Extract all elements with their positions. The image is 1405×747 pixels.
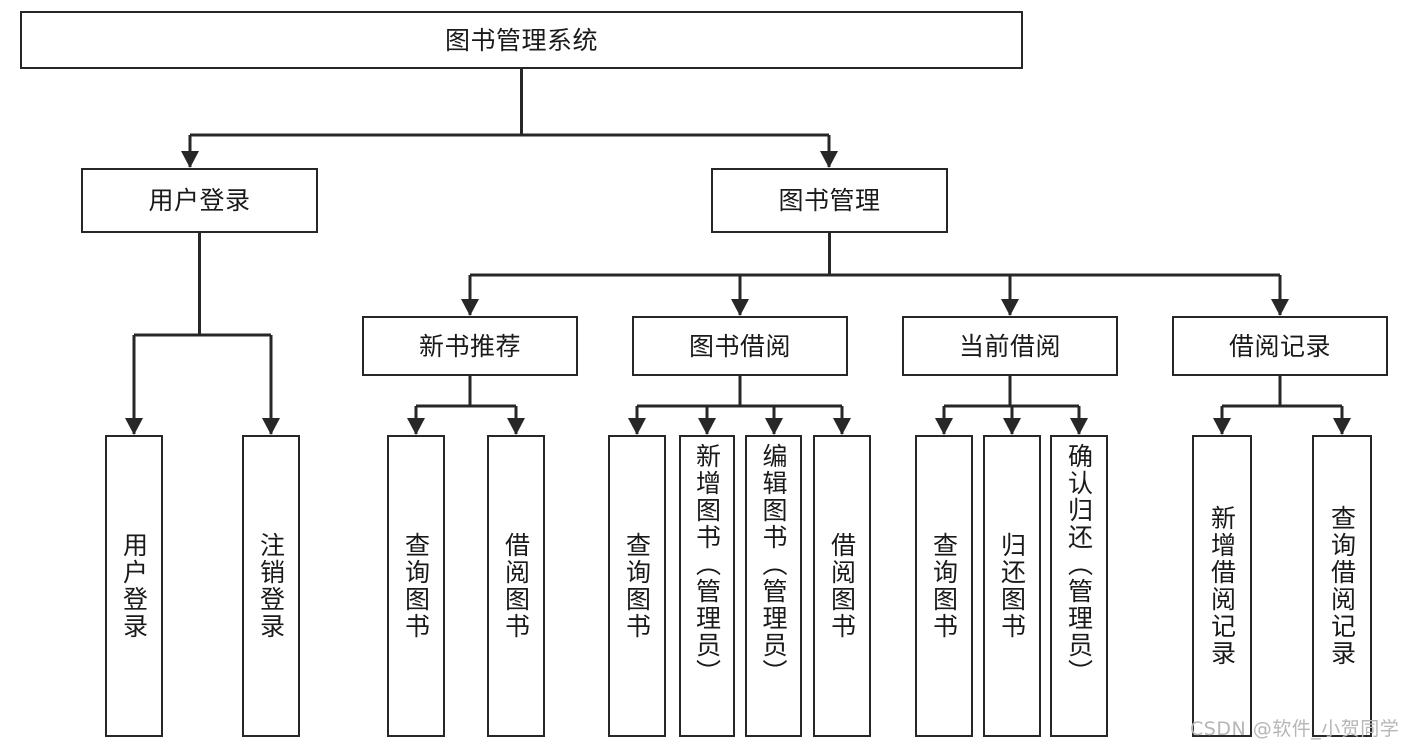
node-leaf-confirm-return[interactable]: 确认归还（管理员） [1050, 435, 1108, 737]
arrowhead-c-new-book-rec-1 [507, 418, 525, 435]
node-label-book-borrow: 图书借阅 [688, 331, 791, 361]
arrowhead-c-user-login-0 [125, 418, 143, 435]
arrowhead-c-new-book-rec-0 [407, 418, 425, 435]
node-borrow-record[interactable]: 借阅记录 [1172, 316, 1388, 376]
node-label-leaf-return-book: 归还图书 [997, 532, 1027, 640]
node-label-leaf-add-book: 新增图书（管理员） [692, 443, 722, 686]
node-leaf-borrow-book-2[interactable]: 借阅图书 [813, 435, 871, 737]
node-label-leaf-add-record: 新增借阅记录 [1207, 505, 1237, 667]
node-label-user-login: 用户登录 [148, 186, 251, 215]
node-label-leaf-query-book-2: 查询图书 [622, 532, 652, 640]
node-label-book-manage: 图书管理 [778, 186, 881, 215]
arrowhead-c-current-borrow-0 [935, 418, 953, 435]
node-root[interactable]: 图书管理系统 [20, 11, 1023, 69]
node-leaf-edit-book[interactable]: 编辑图书（管理员） [745, 435, 802, 737]
node-label-root: 图书管理系统 [444, 25, 598, 55]
node-label-leaf-query-book-1: 查询图书 [401, 532, 431, 640]
node-label-leaf-query-record: 查询借阅记录 [1327, 505, 1357, 667]
node-leaf-user-login[interactable]: 用户登录 [105, 435, 163, 737]
node-book-borrow[interactable]: 图书借阅 [632, 316, 848, 376]
node-leaf-add-book[interactable]: 新增图书（管理员） [679, 435, 735, 737]
arrowhead-c-book-manage-0 [461, 299, 479, 316]
arrowhead-c-root-1 [820, 151, 838, 168]
arrowhead-c-book-manage-3 [1271, 299, 1289, 316]
node-user-login[interactable]: 用户登录 [81, 168, 318, 233]
node-label-leaf-logout: 注销登录 [256, 532, 286, 640]
node-label-borrow-record: 借阅记录 [1228, 331, 1331, 361]
node-leaf-add-record[interactable]: 新增借阅记录 [1192, 435, 1252, 737]
arrowhead-c-current-borrow-1 [1003, 418, 1021, 435]
node-leaf-query-book-2[interactable]: 查询图书 [608, 435, 666, 737]
node-new-book-rec[interactable]: 新书推荐 [362, 316, 578, 376]
node-label-current-borrow: 当前借阅 [958, 331, 1061, 361]
arrowhead-c-borrow-record-0 [1213, 418, 1231, 435]
arrowhead-c-root-0 [181, 151, 199, 168]
arrowhead-c-book-borrow-0 [628, 418, 646, 435]
arrowhead-c-book-borrow-2 [765, 418, 783, 435]
node-book-manage[interactable]: 图书管理 [711, 168, 948, 233]
node-leaf-borrow-book-1[interactable]: 借阅图书 [487, 435, 545, 737]
arrowhead-c-current-borrow-2 [1070, 418, 1088, 435]
node-label-leaf-user-login: 用户登录 [119, 532, 149, 640]
node-label-leaf-query-book-3: 查询图书 [929, 532, 959, 640]
node-leaf-return-book[interactable]: 归还图书 [983, 435, 1041, 737]
csdn-watermark: CSDN @软件_小贺同学 [1190, 718, 1400, 740]
arrowhead-c-borrow-record-1 [1333, 418, 1351, 435]
node-leaf-query-book-3[interactable]: 查询图书 [915, 435, 973, 737]
arrowhead-c-book-borrow-3 [833, 418, 851, 435]
node-label-leaf-borrow-book-1: 借阅图书 [501, 532, 531, 640]
node-label-leaf-edit-book: 编辑图书（管理员） [759, 443, 788, 686]
node-label-leaf-confirm-return: 确认归还（管理员） [1064, 443, 1094, 686]
arrowhead-c-book-manage-2 [1001, 299, 1019, 316]
arrowhead-c-user-login-1 [262, 418, 280, 435]
node-leaf-query-book-1[interactable]: 查询图书 [387, 435, 445, 737]
node-label-leaf-borrow-book-2: 借阅图书 [827, 532, 857, 640]
node-label-new-book-rec: 新书推荐 [418, 331, 521, 361]
node-leaf-query-record[interactable]: 查询借阅记录 [1312, 435, 1372, 737]
arrowhead-c-book-borrow-1 [698, 418, 716, 435]
arrowhead-c-book-manage-1 [731, 299, 749, 316]
node-current-borrow[interactable]: 当前借阅 [902, 316, 1118, 376]
node-leaf-logout[interactable]: 注销登录 [242, 435, 300, 737]
